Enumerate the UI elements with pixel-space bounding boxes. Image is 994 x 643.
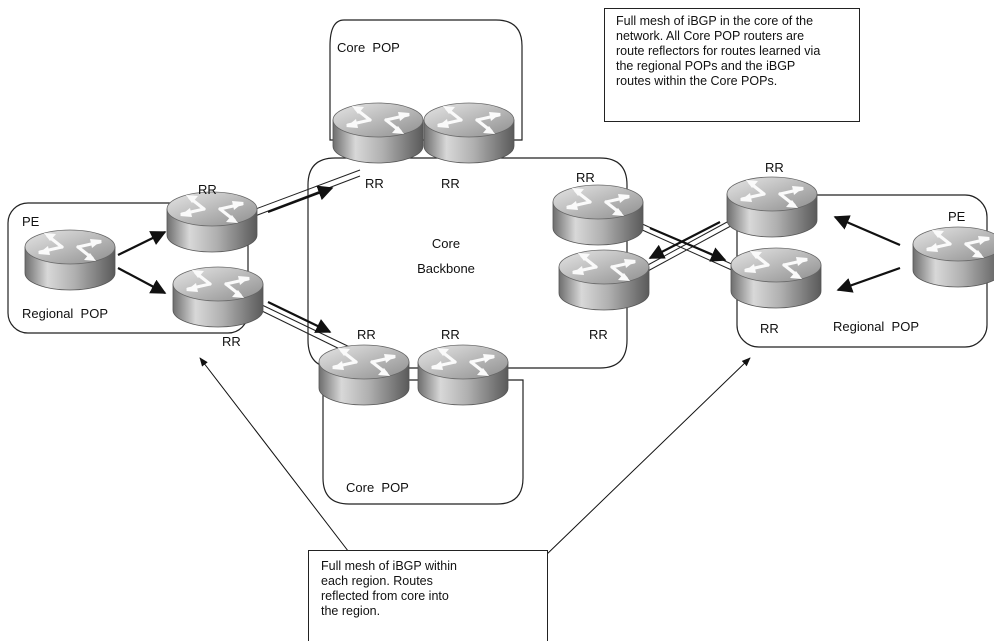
core-backbone-label-line1: Core <box>432 236 460 251</box>
core-pop-top-label: Core POP <box>337 40 400 55</box>
arrow-rr-to-core-top <box>267 185 334 214</box>
core-pop-top-outline <box>329 19 523 141</box>
router-label-right-rr-top: RR <box>765 160 784 175</box>
callout-arrow-left <box>199 357 356 561</box>
note-line: the region. <box>321 604 381 618</box>
router-icon <box>911 225 994 289</box>
router-icon <box>171 265 265 329</box>
router-label-right-rr-bottom: RR <box>760 321 779 336</box>
router-label-core-right-top: RR <box>576 170 595 185</box>
router-icon <box>165 190 259 254</box>
note-line: Full mesh of iBGP in the core of the <box>616 14 814 28</box>
router-label-core-right-bottom: RR <box>589 327 608 342</box>
regional-pop-left-label: Regional POP <box>22 306 108 321</box>
note-line: routes within the Core POPs. <box>616 74 778 88</box>
note-region: Full mesh of iBGP within each region. Ro… <box>308 550 548 641</box>
router-label-core-top-right: RR <box>441 176 460 191</box>
link-left-top-to-core <box>252 169 361 211</box>
router-icon <box>416 343 510 407</box>
link-core-right-bottom-to-right-top <box>645 214 741 267</box>
arrow-right-pe-to-rr-top <box>833 215 901 247</box>
core-backbone-label-line2: Backbone <box>417 261 475 276</box>
router-label-core-top-left: RR <box>365 176 384 191</box>
arrow-pe-to-rr-top <box>117 231 167 256</box>
router-label-left-rr-top: RR <box>198 182 217 197</box>
arrow-rr-to-core-bottom <box>267 301 332 333</box>
core-pop-bottom-label: Core POP <box>346 480 409 495</box>
arrow-pe-to-rr-bottom <box>117 267 167 294</box>
router-icon <box>317 343 411 407</box>
router-icon <box>551 183 645 247</box>
router-label-right-pe: PE <box>948 209 966 224</box>
note-line: each region. Routes <box>321 574 433 588</box>
router-icon <box>422 101 516 165</box>
router-icon <box>725 175 819 239</box>
link-left-bottom-to-core <box>261 304 357 351</box>
note-line: the regional POPs and the iBGP <box>616 59 796 73</box>
note-line: reflected from core into <box>321 589 449 603</box>
note-line: Full mesh of iBGP within <box>321 559 457 573</box>
regional-pop-left-outline <box>7 202 249 334</box>
router-icon <box>23 228 117 292</box>
router-label-core-bottom-left: RR <box>357 327 376 342</box>
router-icon <box>729 246 823 310</box>
note-line: network. All Core POP routers are <box>616 29 805 43</box>
router-icon <box>557 248 651 312</box>
regional-pop-right-label: Regional POP <box>833 319 919 334</box>
router-icon <box>331 101 425 165</box>
core-pop-bottom-outline <box>322 379 524 505</box>
router-label-left-rr-bottom: RR <box>222 334 241 349</box>
core-backbone-outline <box>307 157 628 369</box>
note-core: Full mesh of iBGP in the core of the net… <box>604 8 860 122</box>
router-label-left-pe: PE <box>22 214 40 229</box>
arrow-right-pe-to-rr-bottom <box>836 266 901 293</box>
arrow-right-rr-to-core <box>648 221 721 259</box>
note-line: route reflectors for routes learned via <box>616 44 821 58</box>
callout-arrow-right <box>544 357 751 557</box>
router-label-core-bottom-right: RR <box>441 327 460 342</box>
arrow-core-to-right-rr <box>649 226 727 262</box>
